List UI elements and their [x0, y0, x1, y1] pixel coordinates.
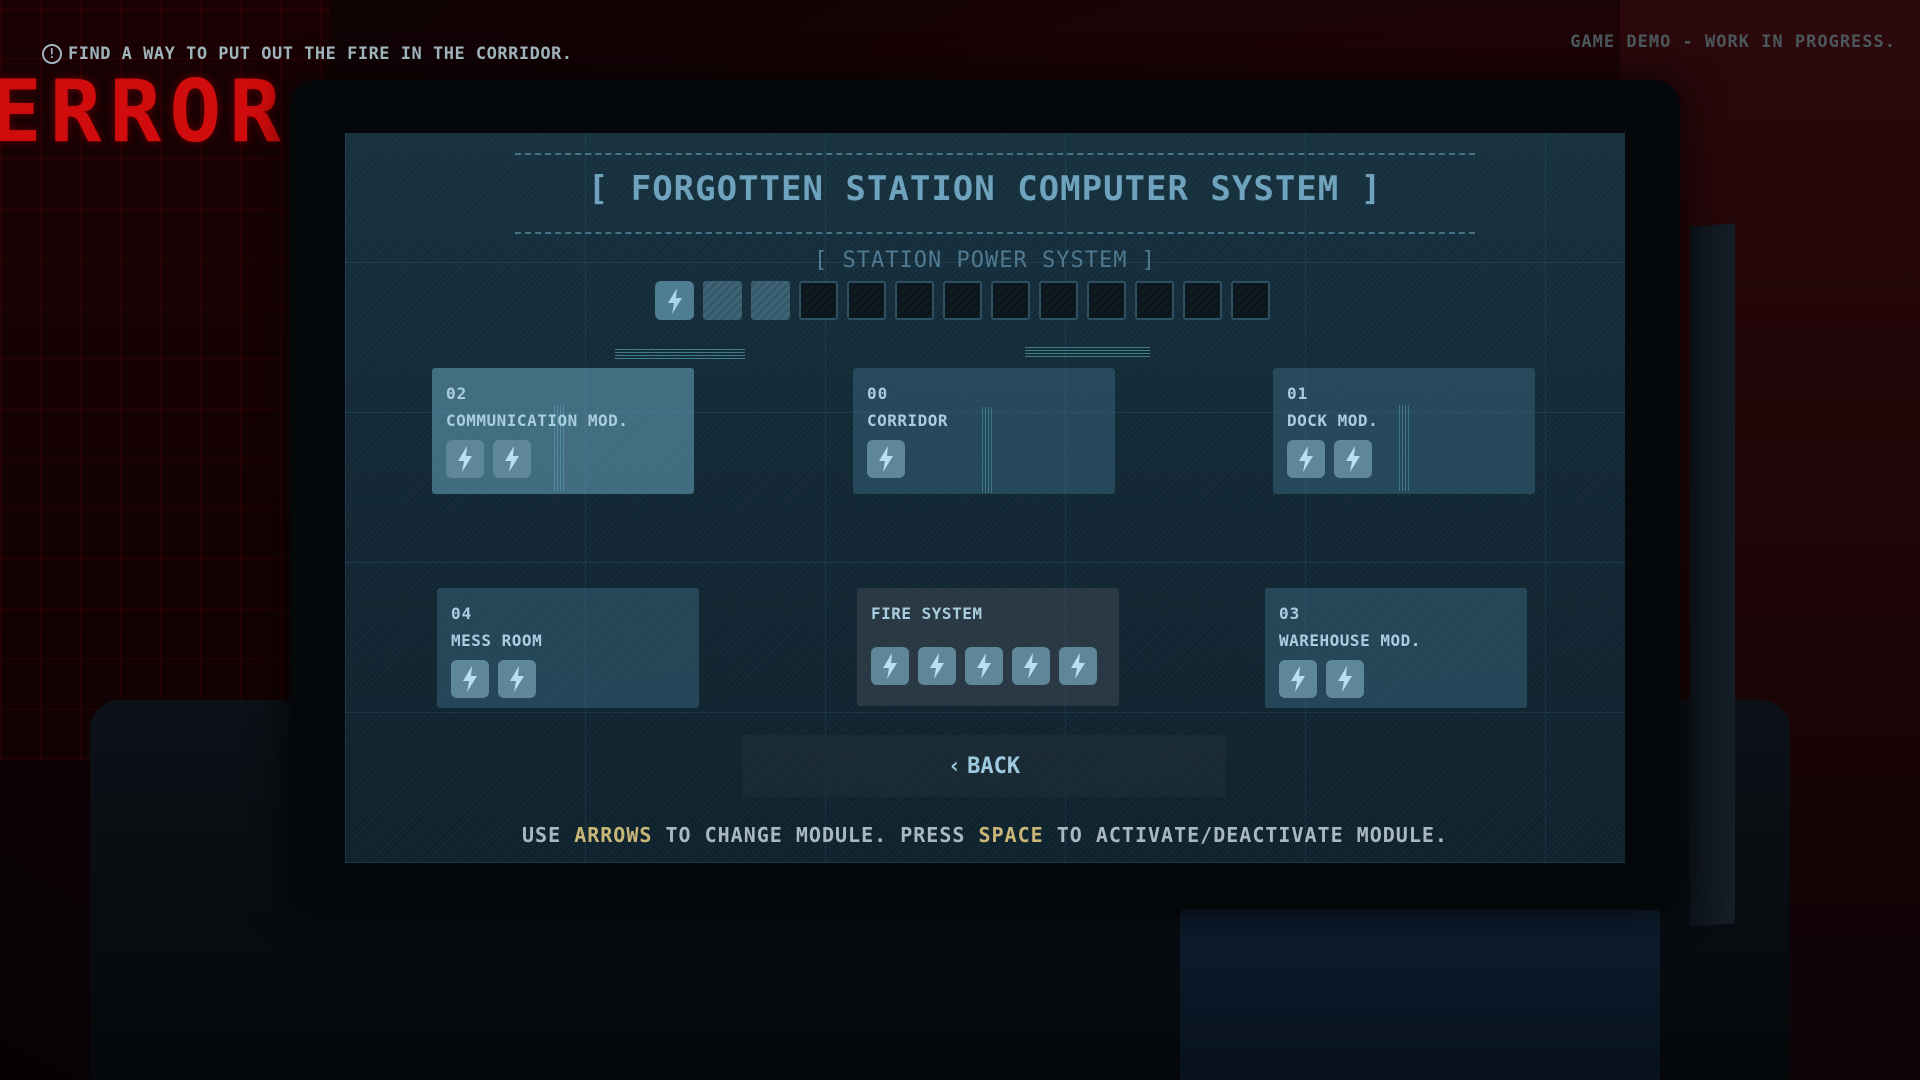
- power-cell-empty: [1231, 281, 1270, 320]
- power-slot: [498, 660, 536, 698]
- power-cell-empty: [991, 281, 1030, 320]
- hint-key-space: SPACE: [978, 823, 1044, 847]
- hint-text: USE: [522, 823, 575, 847]
- back-button[interactable]: ‹ BACK: [742, 735, 1226, 797]
- bolt-icon: [977, 653, 991, 679]
- power-cell-used: [703, 281, 742, 320]
- power-slot: [1059, 647, 1097, 685]
- bolt-icon: [1299, 446, 1313, 472]
- chevron-left-icon: ‹: [947, 753, 962, 779]
- power-cell-empty: [1039, 281, 1078, 320]
- power-slot: [1287, 440, 1325, 478]
- error-wall-text: ERROR: [0, 62, 289, 162]
- module-id: 02: [446, 384, 468, 403]
- bolt-icon: [930, 653, 944, 679]
- bolt-icon: [510, 666, 524, 692]
- power-cell-empty: [847, 281, 886, 320]
- module-fire-system[interactable]: FIRE SYSTEM: [857, 588, 1119, 706]
- module-id: 00: [867, 384, 889, 403]
- power-slot: [446, 440, 484, 478]
- module-communication[interactable]: 02 COMMUNICATION MOD.: [432, 368, 694, 494]
- module-power-slots: [871, 647, 1105, 685]
- computer-screen: [ FORGOTTEN STATION COMPUTER SYSTEM ] [ …: [345, 133, 1625, 863]
- module-power-slots: [451, 660, 685, 698]
- module-name: WAREHOUSE MOD.: [1279, 631, 1421, 650]
- module-dock[interactable]: 01 DOCK MOD.: [1273, 368, 1535, 494]
- power-slot: [1326, 660, 1364, 698]
- hint-text: TO ACTIVATE/DEACTIVATE MODULE.: [1043, 823, 1448, 847]
- module-mess-room[interactable]: 04 MESS ROOM: [437, 588, 699, 708]
- connector-corridor-fire: [982, 407, 994, 493]
- power-slot: [1279, 660, 1317, 698]
- module-power-slots: [1279, 660, 1513, 698]
- module-warehouse[interactable]: 03 WAREHOUSE MOD.: [1265, 588, 1527, 708]
- bolt-icon: [463, 666, 477, 692]
- power-slot: [1334, 440, 1372, 478]
- module-name: MESS ROOM: [451, 631, 543, 650]
- bolt-icon: [1024, 653, 1038, 679]
- module-id: 01: [1287, 384, 1309, 403]
- power-cell-empty: [799, 281, 838, 320]
- controls-hint: USE ARROWS TO CHANGE MODULE. PRESS SPACE…: [345, 823, 1625, 847]
- bolt-icon: [458, 446, 472, 472]
- power-slot: [871, 647, 909, 685]
- power-cell-active: [655, 281, 694, 320]
- back-button-label: BACK: [967, 753, 1021, 779]
- bolt-icon: [879, 446, 893, 472]
- power-cell-empty: [1183, 281, 1222, 320]
- bolt-icon: [667, 287, 682, 314]
- module-name: FIRE SYSTEM: [871, 604, 983, 623]
- power-cell-empty: [1135, 281, 1174, 320]
- bolt-icon: [1291, 666, 1305, 692]
- connector-corridor-dock: [1025, 347, 1150, 357]
- stand-panel: [1180, 880, 1660, 1080]
- bolt-icon: [883, 653, 897, 679]
- power-slot: [493, 440, 531, 478]
- bolt-icon: [1071, 653, 1085, 679]
- module-corridor[interactable]: 00 CORRIDOR: [853, 368, 1115, 494]
- module-name: CORRIDOR: [867, 411, 949, 430]
- module-id: 03: [1279, 604, 1301, 623]
- divider: [515, 232, 1475, 234]
- power-slot: [918, 647, 956, 685]
- objective-hud: ! FIND A WAY TO PUT OUT THE FIRE IN THE …: [42, 44, 573, 64]
- power-cell-empty: [943, 281, 982, 320]
- power-slot: [451, 660, 489, 698]
- module-power-slots: [1287, 440, 1521, 478]
- screen-title: [ FORGOTTEN STATION COMPUTER SYSTEM ]: [587, 169, 1383, 209]
- module-name: DOCK MOD.: [1287, 411, 1379, 430]
- module-id: 04: [451, 604, 473, 623]
- hint-text: TO CHANGE MODULE. PRESS: [652, 823, 979, 847]
- connector-dock-warehouse: [1399, 405, 1411, 491]
- objective-text: FIND A WAY TO PUT OUT THE FIRE IN THE CO…: [68, 44, 573, 64]
- monitor-side: [1690, 223, 1735, 927]
- power-slot: [1012, 647, 1050, 685]
- module-name: COMMUNICATION MOD.: [446, 411, 629, 430]
- module-power-slots: [867, 440, 1101, 478]
- bolt-icon: [1346, 446, 1360, 472]
- info-circle-icon: !: [42, 44, 62, 64]
- power-slot: [867, 440, 905, 478]
- demo-notice: GAME DEMO - WORK IN PROGRESS.: [1570, 32, 1896, 52]
- bolt-icon: [505, 446, 519, 472]
- module-power-slots: [446, 440, 680, 478]
- power-cell-empty: [895, 281, 934, 320]
- background-red-wall: [0, 0, 330, 760]
- power-cell-empty: [1087, 281, 1126, 320]
- power-system-label: [ STATION POWER SYSTEM ]: [814, 248, 1156, 273]
- power-bar: [655, 281, 1270, 320]
- hint-key-arrows: ARROWS: [574, 823, 653, 847]
- power-cell-used: [751, 281, 790, 320]
- bolt-icon: [1338, 666, 1352, 692]
- power-slot: [965, 647, 1003, 685]
- connector-comm-corridor: [615, 349, 745, 359]
- divider: [515, 153, 1475, 155]
